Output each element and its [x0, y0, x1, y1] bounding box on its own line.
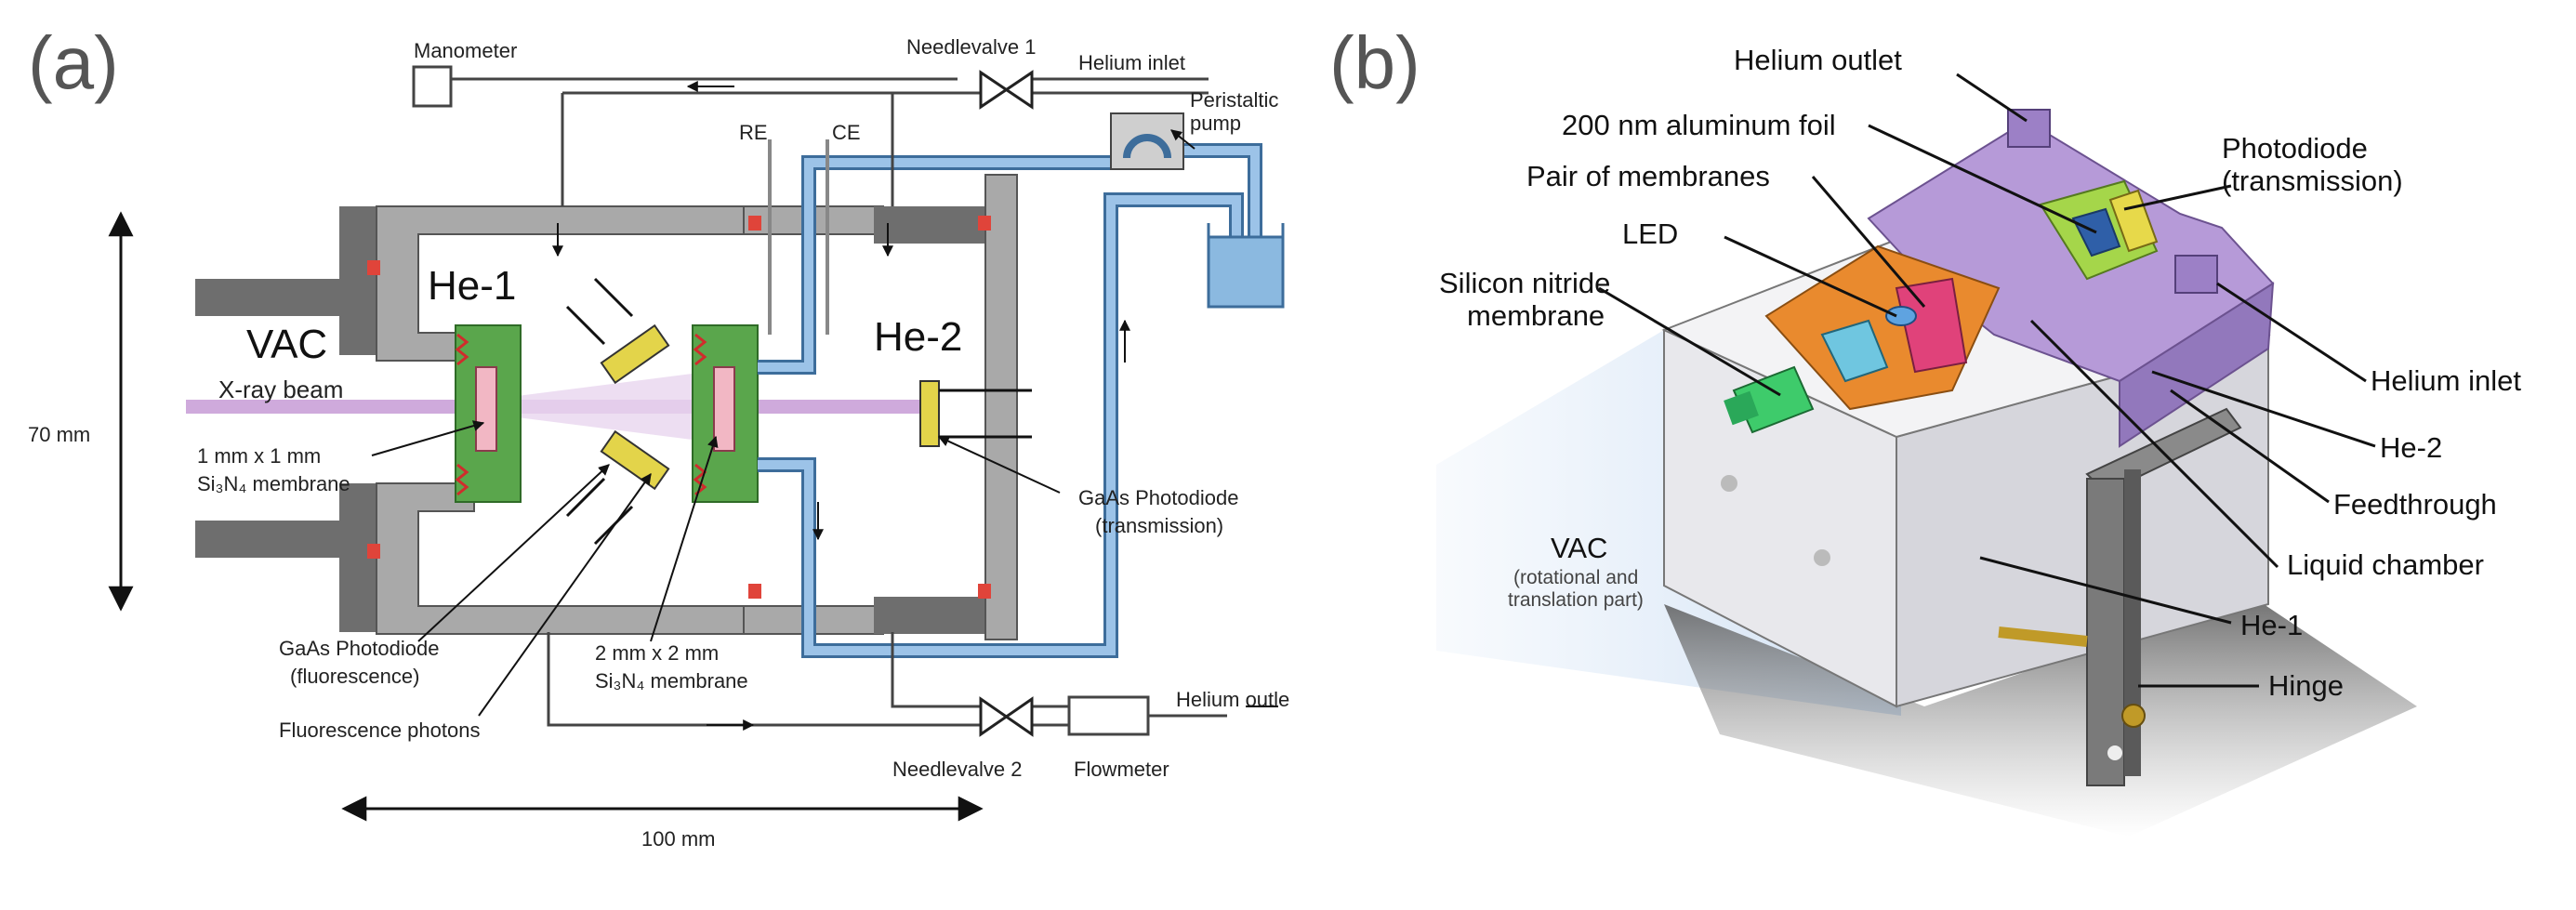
label-photodiode-1: Photodiode — [2222, 132, 2368, 165]
label-gaas-transmission-1: GaAs Photodiode — [1078, 486, 1238, 509]
panel-a: (a) — [28, 21, 1289, 851]
label-he-2-b: He-2 — [2380, 431, 2442, 464]
liquid-tubing — [758, 143, 1262, 658]
fluorescence-photodiodes — [565, 277, 670, 546]
label-ce: CE — [832, 121, 861, 144]
label-x-ray-beam: X-ray beam — [218, 376, 343, 403]
label-membrane-1-material: Si₃N₄ membrane — [197, 472, 350, 495]
label-aluminum-foil: 200 nm aluminum foil — [1562, 109, 1836, 141]
label-helium-outlet-b: Helium outlet — [1734, 44, 1902, 76]
label-he-1: He-1 — [428, 263, 516, 309]
leader-lines-b — [1598, 73, 2376, 688]
needlevalve-2 — [979, 696, 1034, 737]
label-helium-outlet: Helium outle — [1176, 688, 1289, 711]
label-led: LED — [1622, 218, 1678, 250]
label-feedthrough: Feedthrough — [2333, 488, 2497, 521]
label-liquid-chamber: Liquid chamber — [2287, 548, 2484, 581]
label-he-1-b: He-1 — [2240, 609, 2303, 641]
label-membrane-2-size: 2 mm x 2 mm — [595, 641, 719, 665]
panel-b-label: (b) — [1329, 21, 1420, 104]
peristaltic-pump — [1110, 112, 1184, 170]
panel-b: (b) — [1329, 21, 2521, 837]
hinge-arm — [1998, 407, 2242, 786]
label-70mm: 70 mm — [28, 423, 90, 446]
label-vac: VAC — [246, 322, 327, 367]
label-100mm: 100 mm — [641, 827, 715, 851]
label-gaas-fluorescence-2: (fluorescence) — [290, 665, 419, 688]
manometer — [412, 65, 453, 108]
label-vac-b: VAC — [1551, 532, 1607, 564]
flowmeter — [1067, 695, 1150, 736]
label-vac-sub-1: (rotational and — [1513, 567, 1638, 588]
membrane-holder-1 — [455, 324, 522, 503]
label-re: RE — [739, 121, 768, 144]
needlevalve-1 — [979, 70, 1034, 110]
label-helium-inlet-b: Helium inlet — [2371, 364, 2521, 397]
transmission-photodiode — [919, 380, 1032, 447]
flow-arrows — [552, 81, 1278, 731]
label-fluorescence-photons: Fluorescence photons — [279, 719, 480, 742]
beam-cone — [488, 372, 707, 442]
label-helium-inlet: Helium inlet — [1078, 51, 1185, 74]
reservoir-beaker — [1207, 223, 1285, 309]
label-peristaltic: Peristaltic — [1190, 88, 1278, 112]
gas-lines — [435, 77, 1227, 727]
label-membrane-2-material: Si₃N₄ membrane — [595, 669, 748, 692]
label-pair-of-membranes: Pair of membranes — [1526, 160, 1770, 192]
chamber-body — [195, 174, 1018, 640]
block-shadow — [1664, 595, 2417, 837]
label-vac-sub-2: translation part) — [1508, 589, 1644, 611]
label-photodiode-2: (transmission) — [2222, 165, 2403, 197]
label-silicon-nitride-1: Silicon nitride — [1439, 267, 1610, 299]
label-needlevalve-2: Needlevalve 2 — [892, 758, 1022, 781]
panel-a-label: (a) — [28, 21, 119, 104]
label-membrane-1-size: 1 mm x 1 mm — [197, 444, 321, 468]
label-pump: pump — [1190, 112, 1241, 135]
label-hinge: Hinge — [2268, 669, 2344, 702]
leader-lines-a — [371, 129, 1196, 717]
label-he-2: He-2 — [874, 314, 962, 360]
label-needlevalve-1: Needlevalve 1 — [906, 35, 1036, 59]
label-gaas-fluorescence-1: GaAs Photodiode — [279, 637, 439, 660]
label-silicon-nitride-2: membrane — [1467, 299, 1605, 332]
label-gaas-transmission-2: (transmission) — [1095, 514, 1223, 537]
label-manometer: Manometer — [414, 39, 517, 62]
membrane-holder-2 — [692, 324, 759, 503]
label-flowmeter: Flowmeter — [1074, 758, 1169, 781]
